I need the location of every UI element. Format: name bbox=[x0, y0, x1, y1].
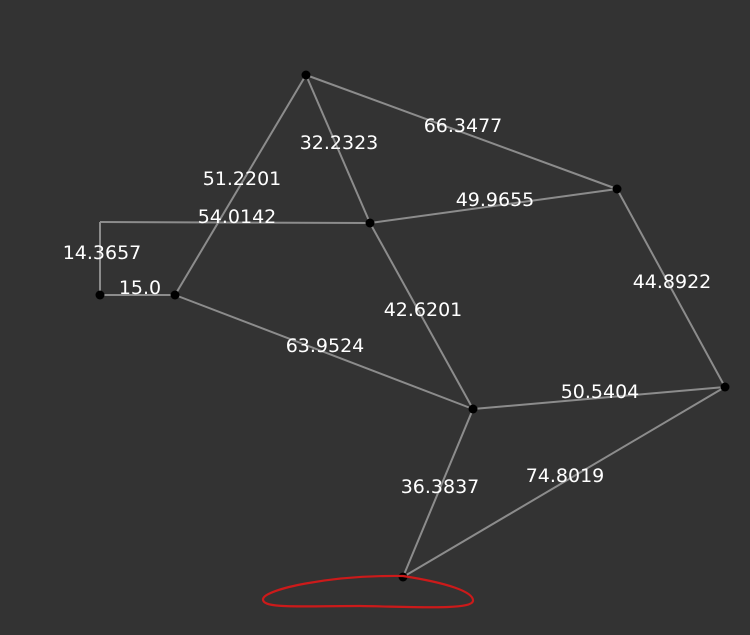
graph-edge bbox=[369, 188, 618, 224]
edge-weight-label: 32.2323 bbox=[300, 132, 379, 154]
edge-weight-label: 36.3837 bbox=[401, 476, 480, 498]
edge-weight-label: 54.0142 bbox=[198, 206, 277, 228]
graph-edge bbox=[174, 294, 474, 410]
nodes-layer bbox=[95, 70, 730, 582]
graph-node bbox=[612, 184, 622, 194]
graph-node bbox=[95, 290, 105, 300]
edge-weight-label: 15.0 bbox=[119, 277, 161, 299]
edge-weight-label: 50.5404 bbox=[561, 381, 640, 403]
edge-weight-label: 63.9524 bbox=[286, 335, 365, 357]
graph-node bbox=[468, 404, 478, 414]
edges-layer bbox=[99, 74, 726, 578]
edge-weight-label: 66.3477 bbox=[424, 115, 503, 137]
graph-edge bbox=[174, 74, 307, 296]
edge-weight-label: 51.2201 bbox=[203, 168, 282, 190]
graph-node bbox=[365, 218, 375, 228]
edge-weight-label: 44.8922 bbox=[633, 271, 712, 293]
graph-node bbox=[720, 382, 730, 392]
graph-edge bbox=[369, 222, 474, 410]
edge-weight-label: 14.3657 bbox=[63, 242, 142, 264]
graph-edge bbox=[402, 386, 726, 578]
edge-weight-label: 42.6201 bbox=[384, 299, 463, 321]
graph-edge bbox=[305, 74, 618, 190]
edge-weight-label: 49.9655 bbox=[456, 189, 535, 211]
annotation-layer bbox=[261, 574, 475, 609]
graph-edge bbox=[616, 188, 726, 388]
graph-edge bbox=[402, 408, 474, 578]
edge-labels-layer: 32.2323 66.3477 51.2201 49.9655 54.0142 14.36… bbox=[63, 115, 712, 498]
graph-edge bbox=[305, 74, 371, 224]
highlight-ellipse bbox=[261, 574, 475, 609]
graph-node bbox=[170, 290, 180, 300]
graph-edge bbox=[472, 386, 726, 410]
edge-weight-label: 74.8019 bbox=[526, 465, 605, 487]
graph-edge bbox=[99, 221, 371, 224]
graph-node bbox=[301, 70, 311, 80]
